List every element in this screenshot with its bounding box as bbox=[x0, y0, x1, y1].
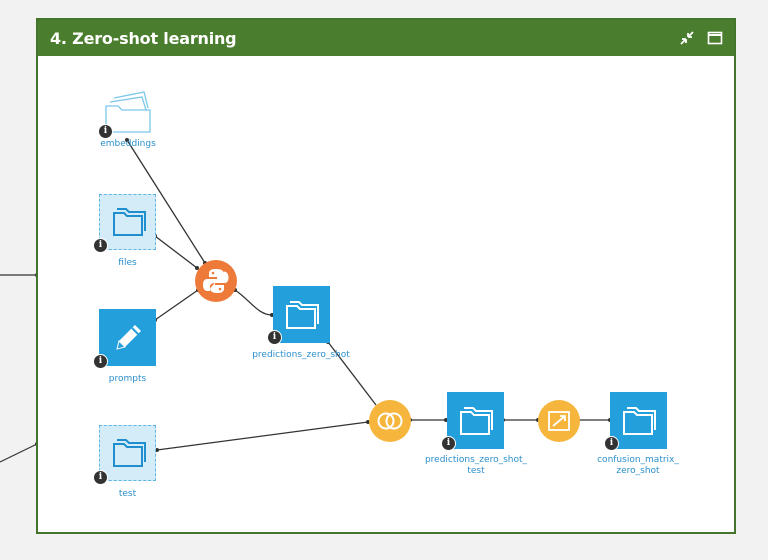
info-icon[interactable]: i bbox=[267, 330, 282, 345]
node-label-embeddings[interactable]: embeddings bbox=[100, 139, 156, 149]
info-icon[interactable]: i bbox=[93, 238, 108, 253]
node-label-confusion-matrix[interactable]: confusion_matrix_ zero_shot bbox=[582, 455, 694, 477]
collapse-icon[interactable] bbox=[678, 29, 696, 47]
node-files[interactable] bbox=[99, 194, 156, 250]
node-prepare-recipe[interactable] bbox=[538, 400, 580, 442]
label-line-1: confusion_matrix_ bbox=[597, 455, 679, 465]
folder-icon bbox=[460, 407, 493, 435]
label-line-1: predictions_zero_shot_ bbox=[424, 455, 528, 465]
node-label-prompts[interactable]: prompts bbox=[108, 374, 147, 384]
node-python-recipe[interactable] bbox=[195, 260, 237, 302]
node-predictions-zero-shot-test[interactable] bbox=[447, 392, 504, 449]
edge-embeddings-python bbox=[126, 139, 206, 264]
node-confusion-matrix[interactable] bbox=[610, 392, 667, 449]
node-label-test[interactable]: test bbox=[118, 489, 137, 499]
zone-header: 4. Zero-shot learning bbox=[38, 20, 734, 56]
info-icon[interactable]: i bbox=[93, 470, 108, 485]
edge-test-join bbox=[156, 421, 369, 451]
node-label-predictions-zero-shot-test[interactable]: predictions_zero_shot_ test bbox=[420, 455, 532, 477]
info-icon[interactable]: i bbox=[604, 436, 619, 451]
python-icon bbox=[203, 269, 229, 293]
edge-prompts-python bbox=[154, 289, 199, 321]
pencil-icon bbox=[116, 325, 141, 350]
info-icon[interactable]: i bbox=[93, 354, 108, 369]
info-icon[interactable]: i bbox=[98, 124, 113, 139]
node-label-predictions-zero-shot[interactable]: predictions_zero_shot bbox=[252, 350, 350, 360]
maximize-icon[interactable] bbox=[706, 29, 724, 47]
node-test[interactable] bbox=[99, 425, 156, 481]
join-icon bbox=[377, 412, 403, 430]
zone-title: 4. Zero-shot learning bbox=[50, 29, 237, 48]
folder-icon bbox=[623, 407, 656, 435]
edge-files-python bbox=[154, 235, 198, 269]
folder-outline-icon bbox=[105, 91, 151, 133]
node-embeddings[interactable] bbox=[104, 88, 152, 134]
folder-icon bbox=[113, 439, 146, 467]
split-icon bbox=[548, 411, 570, 431]
node-join-recipe[interactable] bbox=[369, 400, 411, 442]
edge-python-predictions bbox=[234, 289, 273, 316]
node-predictions-zero-shot[interactable] bbox=[273, 286, 330, 343]
node-label-files[interactable]: files bbox=[118, 258, 137, 268]
folder-icon bbox=[286, 301, 319, 329]
label-line-2: zero_shot bbox=[616, 466, 660, 476]
info-icon[interactable]: i bbox=[441, 436, 456, 451]
label-line-2: test bbox=[467, 466, 485, 476]
node-prompts[interactable] bbox=[99, 309, 156, 366]
folder-icon bbox=[113, 208, 146, 236]
edge-predictions-join bbox=[327, 341, 377, 406]
